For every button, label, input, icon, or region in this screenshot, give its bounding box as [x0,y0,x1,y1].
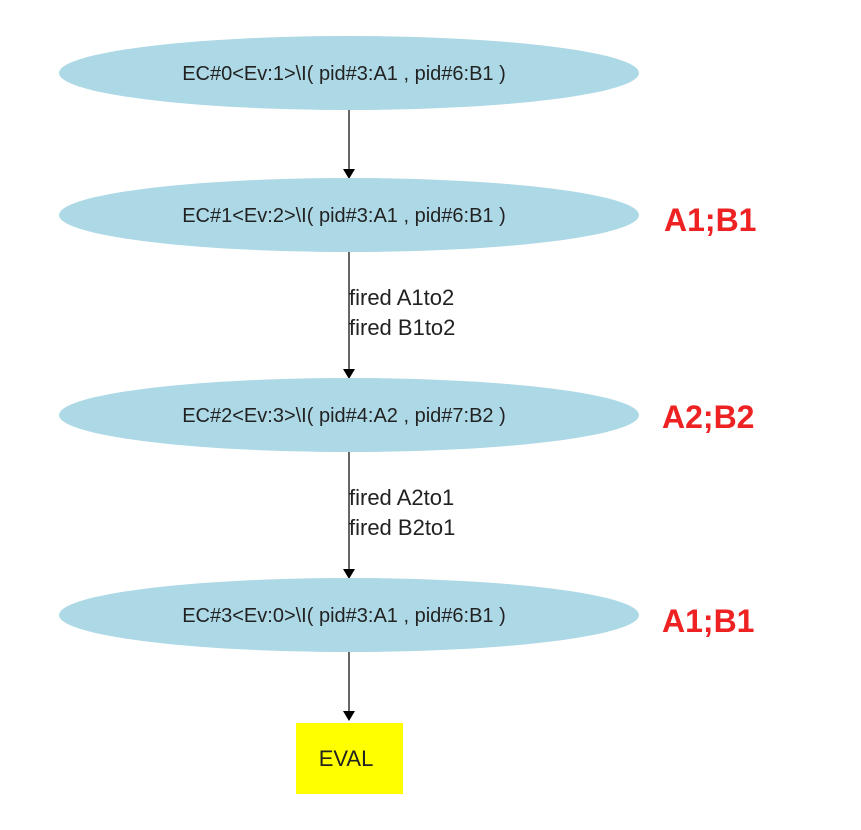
node-ec1-label: EC#1<Ev:2>\I( pid#3:A1 , pid#6:B1 ) [182,205,506,227]
edge-1-label-line-1: fired B1to2 [349,315,455,340]
edge-2-label-line-1: fired B2to1 [349,515,455,540]
eval-node[interactable]: EVAL [296,723,403,794]
node-ec1[interactable]: EC#1<Ev:2>\I( pid#3:A1 , pid#6:B1 ) [59,178,639,252]
node-ec0[interactable]: EC#0<Ev:1>\I( pid#3:A1 , pid#6:B1 ) [59,36,639,110]
node-ec0-shape [59,36,639,110]
eval-node-label: EVAL [319,746,374,771]
node-ec3[interactable]: EC#3<Ev:0>\I( pid#3:A1 , pid#6:B1 ) [59,578,639,652]
annotation-ec2: A2;B2 [662,399,754,435]
edge-1-label-line-0: fired A1to2 [349,285,454,310]
eval-node-shape [296,723,403,794]
node-ec2[interactable]: EC#2<Ev:3>\I( pid#4:A2 , pid#7:B2 ) [59,378,639,452]
node-ec2-label: EC#2<Ev:3>\I( pid#4:A2 , pid#7:B2 ) [182,405,506,427]
edge-2-label-line-0: fired A2to1 [349,485,454,510]
node-ec1-shape [59,178,639,252]
annotation-ec1: A1;B1 [664,202,756,238]
edge-1: fired A1to2 fired B1to2 [343,252,455,379]
edge-2: fired A2to1 fired B2to1 [343,452,455,579]
annotation-ec3: A1;B1 [662,603,754,639]
node-ec0-label: EC#0<Ev:1>\I( pid#3:A1 , pid#6:B1 ) [182,63,506,85]
node-ec3-shape [59,578,639,652]
node-ec2-shape [59,378,639,452]
node-ec3-label: EC#3<Ev:0>\I( pid#3:A1 , pid#6:B1 ) [182,605,506,627]
